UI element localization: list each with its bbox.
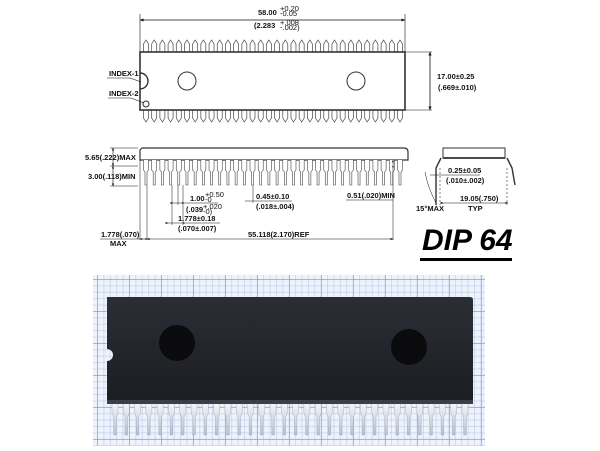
width-dim: 17.00±0.25 [437,72,474,81]
svg-text:+.020: +.020 [203,202,222,211]
pin-width-inch: (.018±.004) [256,202,295,211]
standoff-min: 0.51(.020)MIN [347,191,395,200]
seat-min: 3.00(.118)MIN [88,172,136,181]
package-title: DIP 64 [422,224,513,257]
top-view [107,14,432,123]
svg-text:+.008: +.008 [280,18,299,27]
index2-label: INDEX-2 [109,89,139,98]
end-max: 1.778(.070) [101,230,140,239]
svg-text:-0: -0 [205,195,212,204]
side-pin-row [143,160,403,186]
ejector-mark-right [391,329,427,365]
top-pin-row [143,39,403,52]
pitch-inch: (.070±.007) [178,224,217,233]
length-inch: (2.283 [254,21,275,30]
svg-text:MAX: MAX [110,239,127,248]
pin-width-wide: 1.00 [190,194,205,203]
bottom-pin-row [143,110,403,123]
ejector-mark-left [159,325,195,361]
chip-body [107,297,473,403]
index1-label: INDEX-1 [109,69,139,78]
side-view [100,147,409,241]
lead-thickness: 0.25±0.05 [448,166,481,175]
row-spacing: 19.05(.750) [460,194,499,203]
ref-length: 55.118(2.170)REF [248,230,310,239]
width-inch: (.669±.010) [438,83,477,92]
angle-max: 15°MAX [416,204,444,213]
chip-photo [93,275,485,446]
svg-text:+0.50: +0.50 [205,190,224,199]
end-view [424,147,516,205]
photo-pin-row [111,402,469,436]
svg-text:(.039: (.039 [186,205,203,214]
pitch-dim: 1.778±0.18 [178,214,215,223]
svg-text:-.002): -.002) [280,23,300,32]
pin-width: 0.45±0.10 [256,192,289,201]
svg-text:+0.20: +0.20 [280,4,299,13]
svg-text:-0): -0) [203,207,213,216]
height-max: 5.65(.222)MAX [85,153,136,162]
index1-notch-icon [139,72,149,90]
svg-text:-0.05: -0.05 [280,9,297,18]
index2-dot-icon [142,100,150,108]
svg-text:TYP: TYP [468,204,483,213]
length-dim: 58.00 [258,8,277,17]
lead-thickness-inch: (.010±.002) [446,176,485,185]
title-underline [420,258,512,261]
